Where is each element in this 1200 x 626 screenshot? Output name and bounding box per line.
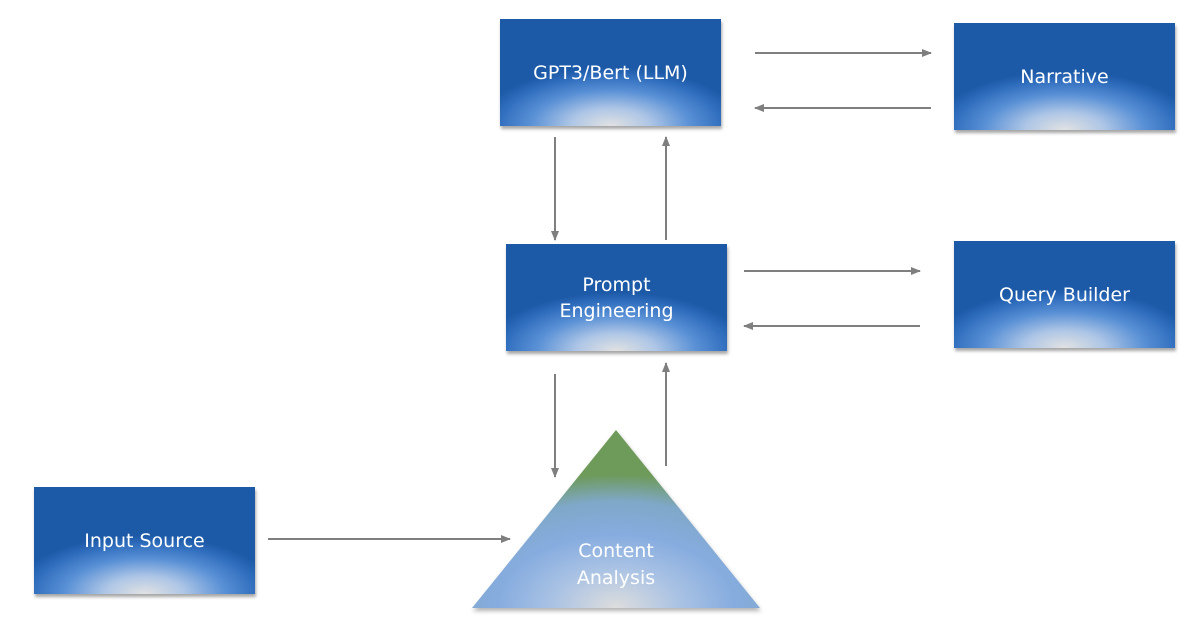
query-node-label: Query Builder bbox=[999, 283, 1130, 306]
llm-node[interactable]: GPT3/Bert (LLM) bbox=[500, 19, 721, 126]
content-analysis-label: Content Analysis bbox=[516, 538, 716, 592]
narrative-node[interactable]: Narrative bbox=[954, 23, 1175, 130]
query-builder-node[interactable]: Query Builder bbox=[954, 241, 1175, 348]
prompt-node-label-line2: Engineering bbox=[559, 299, 674, 322]
content-analysis-triangle[interactable] bbox=[472, 430, 760, 608]
narrative-node-label: Narrative bbox=[1020, 65, 1109, 88]
prompt-engineering-node[interactable]: Prompt Engineering bbox=[506, 244, 727, 351]
prompt-node-label-line1: Prompt bbox=[582, 273, 651, 296]
input-node-label: Input Source bbox=[84, 529, 205, 552]
input-source-node[interactable]: Input Source bbox=[34, 487, 255, 594]
llm-node-label: GPT3/Bert (LLM) bbox=[533, 61, 688, 84]
content-label-line2: Analysis bbox=[576, 567, 656, 589]
content-label-line1: Content bbox=[578, 540, 654, 562]
